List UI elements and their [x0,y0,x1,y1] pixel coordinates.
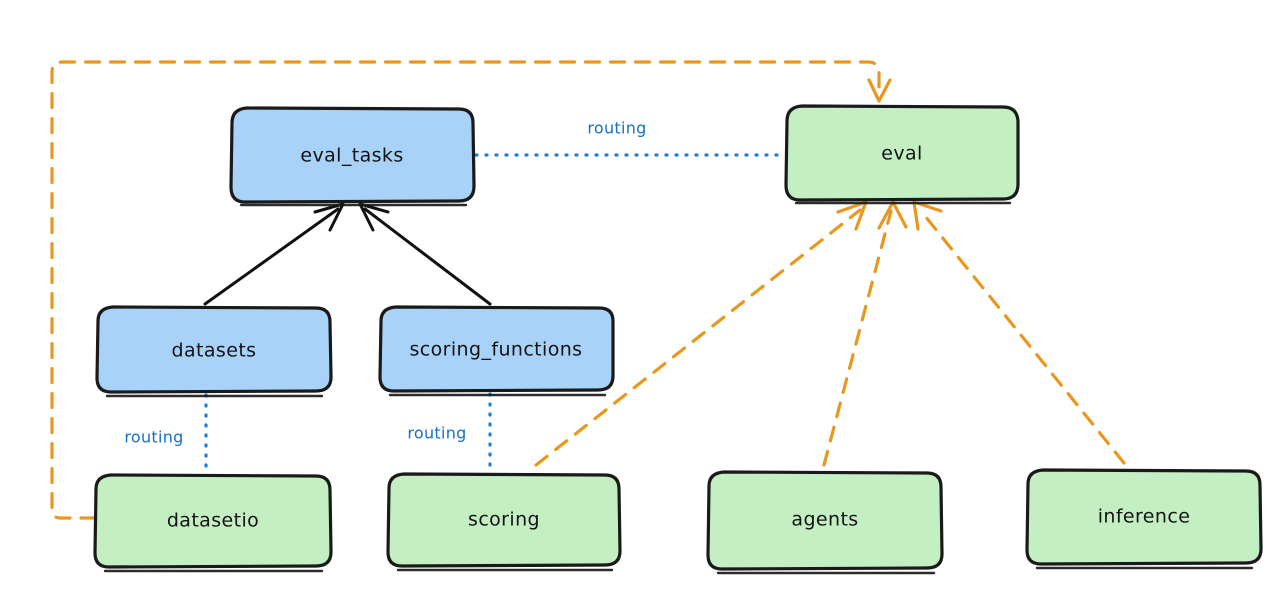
node-label-scoring: scoring [468,509,540,531]
node-label-scoring-functions: scoring_functions [410,339,583,361]
node-label-datasetio: datasetio [167,510,259,532]
edge-scoring-functions-scoring: routing [407,392,492,474]
edge-datasets-datasetio: routing [124,393,208,475]
node-label-datasets: datasets [172,340,257,362]
node-label-agents: agents [791,509,858,531]
edge-label-routing-scoring: routing [407,424,466,443]
edge-datasetio-eval [50,60,892,520]
node-label-eval: eval [881,143,922,165]
node-label-eval-tasks: eval_tasks [300,145,403,167]
edge-datasets-eval-tasks [203,202,345,306]
node-inference[interactable]: inference [1025,468,1263,570]
node-datasetio[interactable]: datasetio [93,473,333,573]
node-agents[interactable]: agents [706,470,944,575]
node-scoring[interactable]: scoring [386,472,622,572]
edge-scoring-functions-eval-tasks [358,202,492,306]
node-label-inference: inference [1098,506,1191,528]
edge-label-routing-eval: routing [587,119,646,138]
edge-inference-eval [912,200,1126,465]
node-scoring-functions[interactable]: scoring_functions [378,305,615,397]
node-eval[interactable]: eval [784,104,1020,205]
edge-agents-eval [822,200,908,467]
edge-label-routing-datasetio: routing [124,428,183,447]
node-datasets[interactable]: datasets [95,305,333,398]
edge-eval-tasks-eval: routing [474,119,786,157]
node-eval-tasks[interactable]: eval_tasks [229,106,476,207]
